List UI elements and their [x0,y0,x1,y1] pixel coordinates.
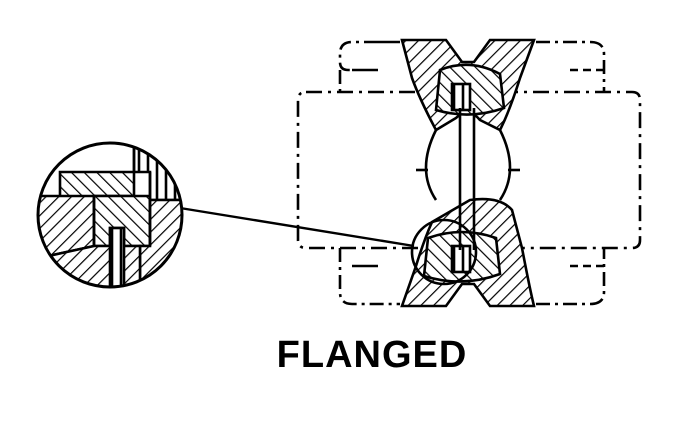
upper-flange-section [400,38,536,132]
detail-reference-circle [410,218,478,286]
detail-leader-line [179,206,415,248]
magnified-detail [36,141,184,289]
flange-body-outline [296,40,642,306]
lower-flange-section [400,197,536,308]
diagram-caption: FLANGED [276,334,468,376]
center-bore [416,108,520,250]
